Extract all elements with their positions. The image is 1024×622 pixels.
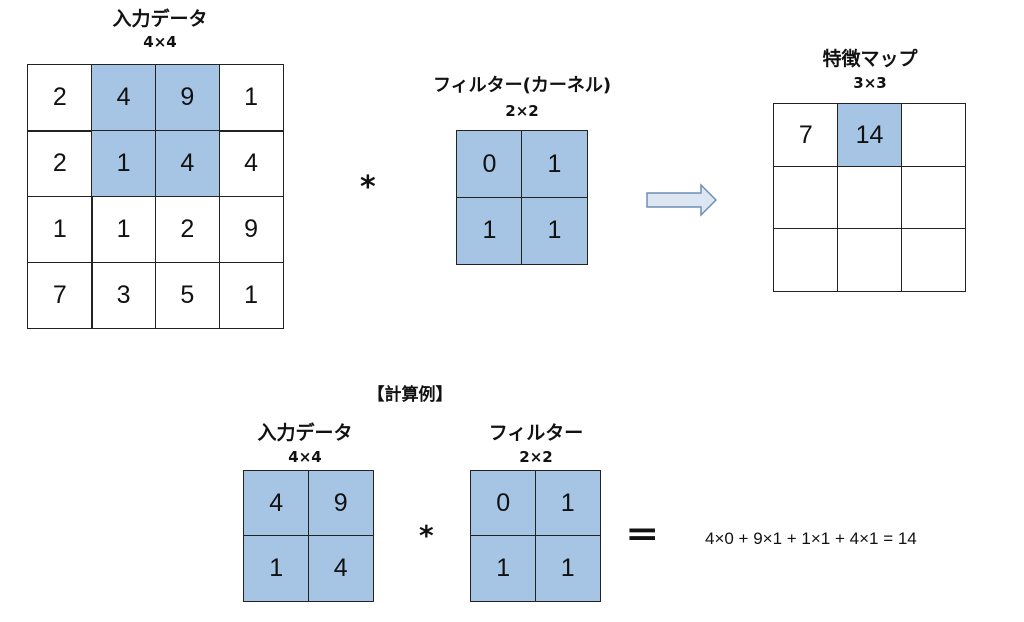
- grid-cell: [900, 227, 966, 292]
- grid-cell: 4: [243, 470, 310, 537]
- grid-cell: 1: [456, 196, 523, 265]
- grid-cell: 1: [91, 195, 157, 263]
- example-input-dimension: 4×4: [288, 448, 322, 466]
- grid-cell: 7: [773, 103, 839, 168]
- grid-cell: 0: [470, 470, 537, 537]
- grid-cell: 9: [218, 195, 284, 263]
- grid-cell: 7: [27, 261, 93, 329]
- grid-cell: 1: [218, 64, 284, 132]
- grid-cell: 3: [91, 261, 157, 329]
- grid-cell: 1: [521, 130, 588, 199]
- example-input-title: 入力データ: [257, 422, 353, 444]
- grid-cell: 4: [91, 64, 157, 132]
- grid-cell: 1: [534, 535, 601, 602]
- feature-map-dimension: 3×3: [853, 74, 887, 92]
- grid-cell: 5: [154, 261, 220, 329]
- convolution-operator: *: [360, 170, 376, 205]
- grid-cell: 1: [521, 196, 588, 265]
- grid-cell: [836, 165, 903, 230]
- grid-cell: [900, 103, 966, 168]
- input-data-dimension: 4×4: [143, 33, 177, 51]
- example-convolution-operator: *: [419, 519, 434, 552]
- example-heading: 【計算例】: [367, 385, 453, 405]
- grid-cell: [773, 165, 839, 230]
- grid-cell: 1: [91, 130, 157, 198]
- grid-cell: 1: [243, 535, 310, 602]
- grid-cell: 2: [154, 195, 220, 263]
- grid-cell: 1: [534, 470, 601, 537]
- grid-cell: 9: [154, 64, 220, 132]
- grid-cell: [836, 227, 903, 292]
- input-data-title: 入力データ: [112, 8, 208, 30]
- grid-cell: 1: [27, 195, 93, 263]
- grid-cell: 1: [218, 261, 284, 329]
- grid-cell: 4: [154, 130, 220, 198]
- grid-cell: 1: [470, 535, 537, 602]
- right-arrow-icon: [646, 183, 718, 217]
- example-filter-title: フィルター: [488, 422, 584, 444]
- calculation-formula: 4×0 + 9×1 + 1×1 + 4×1 = 14: [705, 529, 917, 548]
- equals-sign: =: [625, 514, 660, 554]
- grid-cell: 4: [307, 535, 374, 602]
- grid-cell: [773, 227, 839, 292]
- grid-cell: 4: [218, 130, 284, 198]
- example-filter-dimension: 2×2: [519, 448, 553, 466]
- grid-cell: 14: [836, 103, 903, 168]
- grid-cell: 2: [27, 64, 93, 132]
- filter-dimension: 2×2: [505, 102, 539, 120]
- grid-cell: 9: [307, 470, 374, 537]
- grid-cell: [900, 165, 966, 230]
- filter-title: フィルター(カーネル): [432, 75, 612, 96]
- grid-cell: 2: [27, 130, 93, 198]
- grid-cell: 0: [456, 130, 523, 199]
- feature-map-title: 特徴マップ: [822, 48, 918, 70]
